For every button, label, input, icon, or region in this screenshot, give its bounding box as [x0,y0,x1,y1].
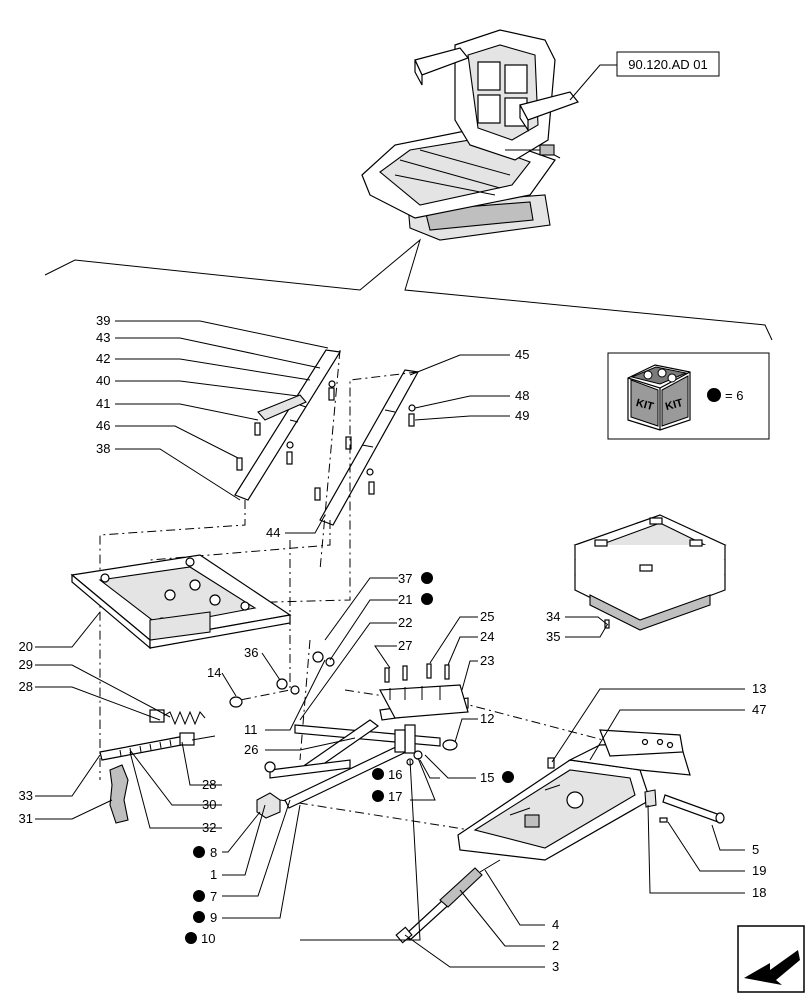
kit-bullet-icon [707,388,721,402]
slide-plate [70,554,292,650]
callout-41: 41 [96,396,110,411]
callout-1: 1 [210,867,217,882]
callout-11: 11 [244,722,258,737]
callout-36: 36 [244,645,258,660]
release-cable [395,859,501,944]
callout-28-right: 28 [202,777,216,792]
callout-34: 34 [546,609,560,624]
callout-10: 10 [201,931,215,946]
callout-16: 16 [388,767,402,782]
callout-45: 45 [515,347,529,362]
callout-14: 14 [207,665,221,680]
callout-17: 17 [388,789,402,804]
callout-4: 4 [552,917,559,932]
callout-24: 24 [480,629,494,644]
callout-27: 27 [398,638,412,653]
callout-20: 20 [19,639,33,654]
callout-38: 38 [96,441,110,456]
callout-26: 26 [244,742,258,757]
callout-44: 44 [266,525,280,540]
kit-bullet-15 [502,771,514,783]
kit-box-icon [627,364,691,431]
kit-bullet-17 [372,790,384,802]
kit-bullet-37 [421,572,433,584]
kit-badge-left: KIT [635,397,655,413]
kit-bullet-16 [372,768,384,780]
callout-18: 18 [752,885,766,900]
callout-15: 15 [480,770,494,785]
callout-28-left: 28 [19,679,33,694]
callout-43: 43 [96,330,110,345]
callout-31: 31 [19,811,33,826]
callout-5: 5 [752,842,759,857]
callout-22: 22 [398,615,412,630]
leader-lines [35,320,745,968]
callout-32: 32 [202,820,216,835]
callout-37: 37 [398,571,412,586]
callout-2: 2 [552,938,559,953]
seat-assembly [361,29,579,241]
callout-21: 21 [398,592,412,607]
callout-40: 40 [96,373,110,388]
callout-47: 47 [752,702,766,717]
callout-7: 7 [210,889,217,904]
bellows [573,514,727,631]
callout-39: 39 [96,313,110,328]
kit-bullet-21 [421,593,433,605]
next-page-arrow-icon[interactable] [737,925,805,993]
callout-13: 13 [752,681,766,696]
callout-29: 29 [19,657,33,672]
callout-42: 42 [96,351,110,366]
callout-9: 9 [210,910,217,925]
kit-bullet-7 [193,890,205,902]
callout-19: 19 [752,863,766,878]
reference-code-box [616,51,720,77]
callout-12: 12 [480,711,494,726]
lower-frame [457,729,691,861]
reference-code: 90.120.AD 01 [628,57,708,72]
callout-48: 48 [515,388,529,403]
kit-bullet-8 [193,846,205,858]
mechanism [99,651,469,824]
callout-30: 30 [202,797,216,812]
kit-bullet-10 [185,932,197,944]
callout-33: 33 [19,788,33,803]
callout-23: 23 [480,653,494,668]
callout-3: 3 [552,959,559,974]
callout-25: 25 [480,609,494,624]
callout-49: 49 [515,408,529,423]
left-rail [234,349,341,501]
kit-badge-right: KIT [664,397,684,413]
callout-8: 8 [210,845,217,860]
callout-35: 35 [546,629,560,644]
kit-bullet-9 [193,911,205,923]
kit-equation: = 6 [725,388,743,403]
callout-46: 46 [96,418,110,433]
